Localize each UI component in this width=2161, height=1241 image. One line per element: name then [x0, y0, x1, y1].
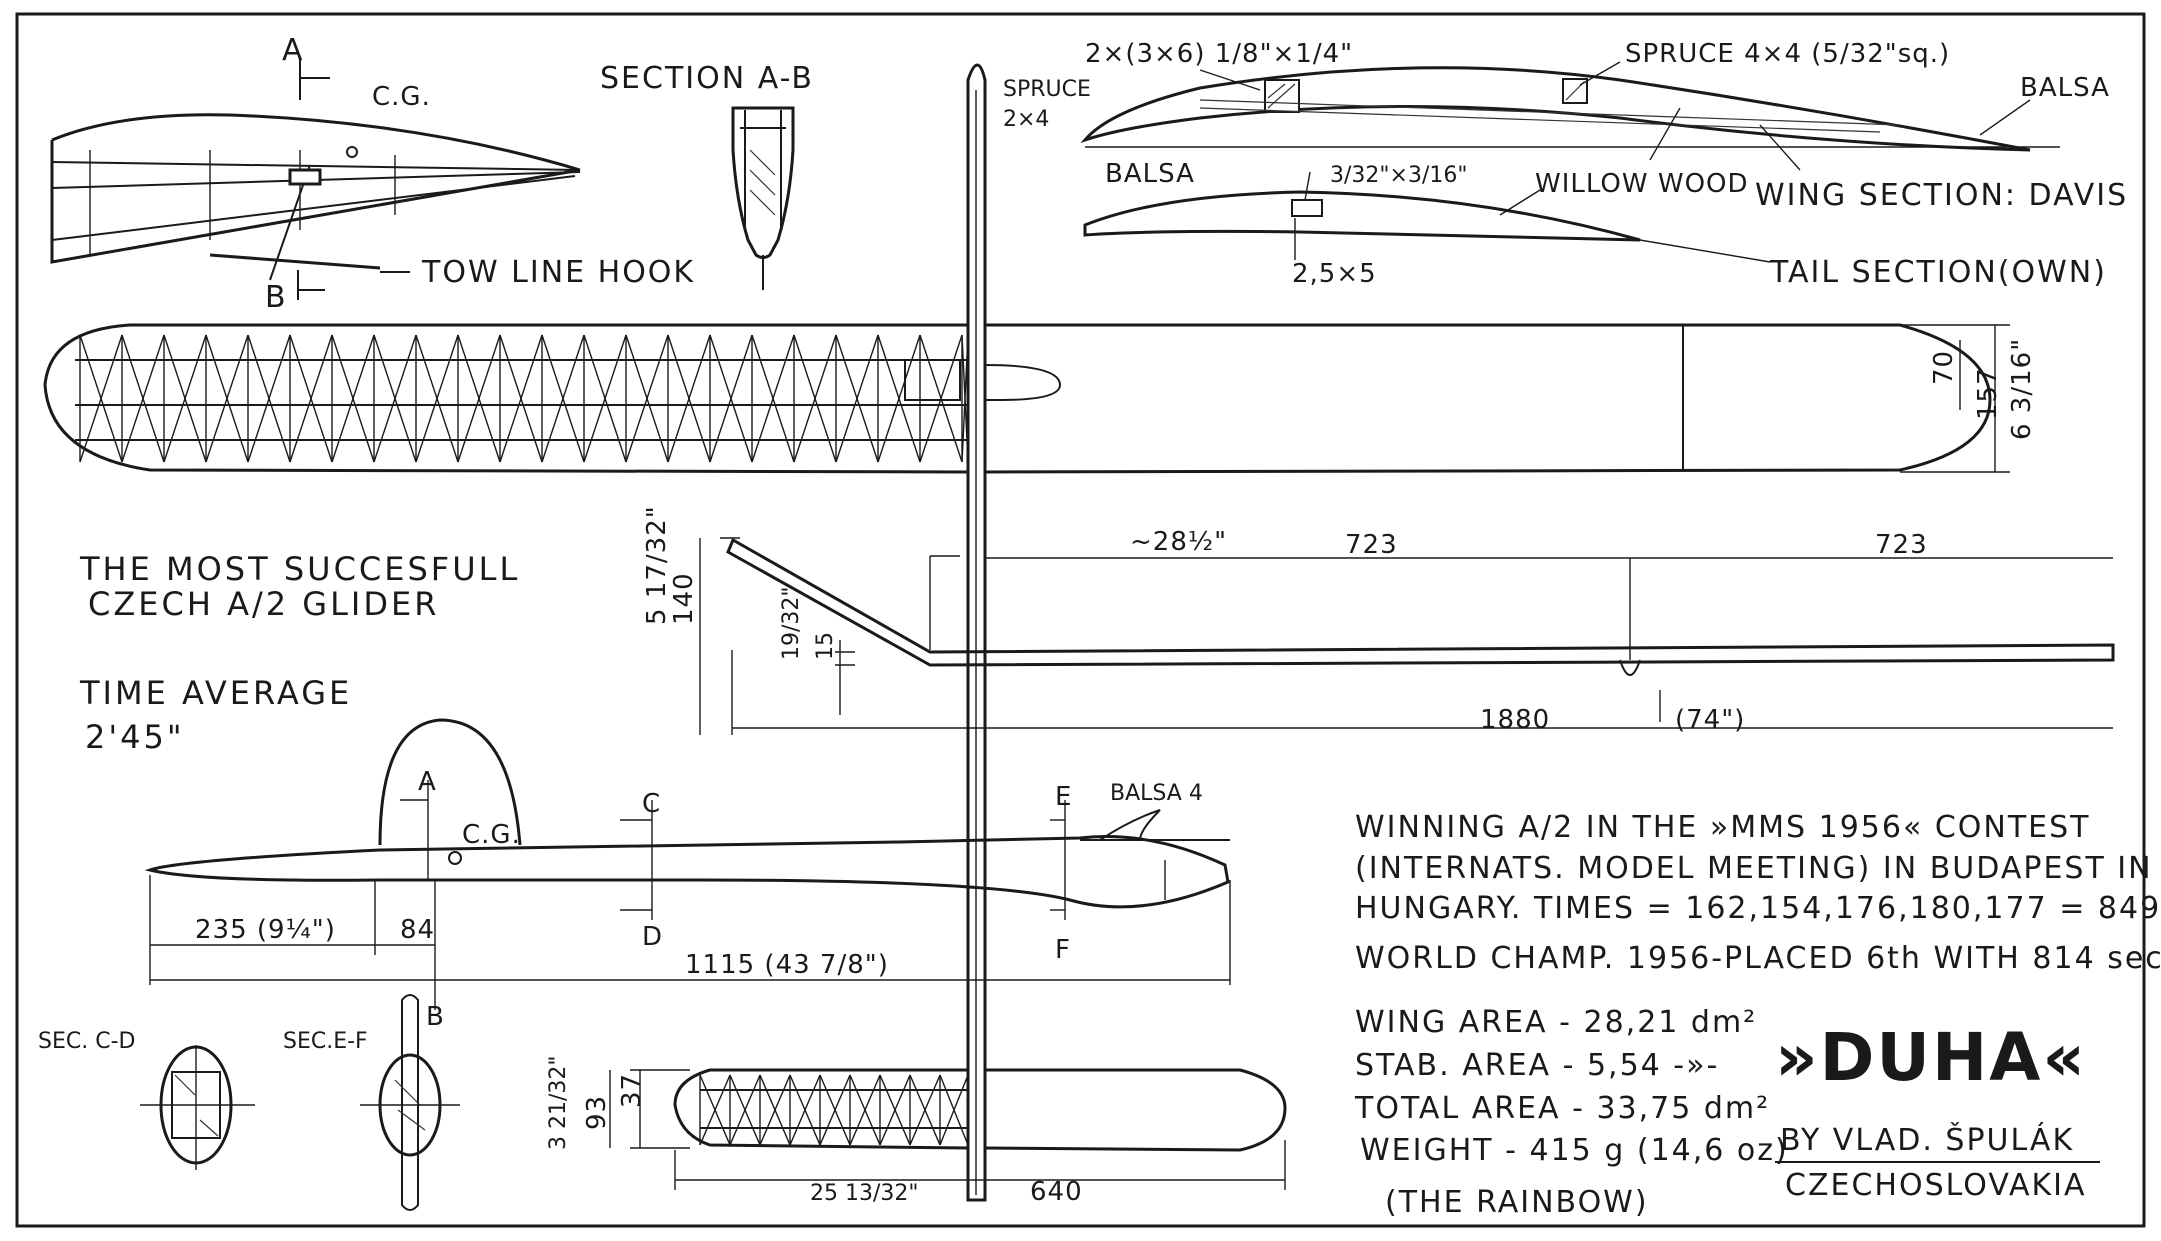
dim-span-inch: ~28½" — [1130, 527, 1227, 557]
dim-tip-inch: 19/32" — [779, 586, 804, 660]
stabilizer-plan-view — [609, 1068, 1287, 1190]
side-balsa-label: BALSA 4 — [1110, 781, 1203, 806]
side-view — [144, 718, 1231, 1010]
wing-root-block — [904, 359, 961, 401]
contest-line-1: WINNING A/2 IN THE »MMS 1956« CONTEST — [1355, 810, 2091, 845]
dim-total-span: 1880 — [1480, 705, 1550, 735]
wing-section-title: WING SECTION: DAVIS — [1755, 178, 2128, 213]
side-e-label: E — [1055, 782, 1072, 812]
time-average-value: 2'45" — [85, 718, 185, 756]
model-name: »DUHA« — [1775, 1019, 2087, 1096]
side-a-label: A — [418, 767, 437, 797]
dim-70: 70 — [1929, 350, 1959, 385]
dim-640-inch: 25 13/32" — [810, 1181, 919, 1206]
dim-84: 84 — [400, 915, 435, 945]
drawing-frame — [15, 12, 2146, 1228]
contest-line-2: (INTERNATS. MODEL MEETING) IN BUDAPEST I… — [1355, 851, 2153, 886]
dim-1115: 1115 (43 7/8") — [685, 950, 889, 980]
intro-line-2: CZECH A/2 GLIDER — [88, 585, 439, 623]
wing-spruce-le-size: 2×4 — [1003, 107, 1049, 132]
wing-spar-label: 2×(3×6) 1/8"×1/4" — [1085, 39, 1353, 69]
wing-balsa-te-label: BALSA — [2020, 73, 2110, 103]
side-f-label: F — [1055, 935, 1071, 965]
section-ef-label: SEC.E-F — [283, 1029, 368, 1054]
spec-total-area: TOTAL AREA - 33,75 dm² — [1354, 1091, 1770, 1126]
detail-b-label: B — [265, 280, 288, 315]
side-b-label: B — [426, 1002, 445, 1032]
section-cd-drawing — [140, 1045, 255, 1170]
front-view — [699, 537, 2115, 735]
spec-weight: WEIGHT - 415 g (14,6 oz) — [1360, 1133, 1789, 1168]
country-label: CZECHOSLOVAKIA — [1785, 1168, 2087, 1203]
section-cd-label: SEC. C-D — [38, 1029, 135, 1054]
fuselage-nose-detail — [50, 58, 581, 300]
dim-235: 235 (9¼") — [195, 915, 336, 945]
contest-line-3: HUNGARY. TIMES = 162,154,176,180,177 = 8… — [1355, 891, 2161, 926]
author-label: BY VLAD. ŠPULÁK — [1780, 1121, 2074, 1158]
willow-wood-label: WILLOW WOOD — [1535, 169, 1749, 199]
dim-dihedral-inch: 5 17/32" — [642, 505, 672, 625]
side-cg-label: C.G. — [462, 820, 521, 850]
dim-total-span-inch: (74") — [1675, 705, 1745, 735]
center-spar-view — [966, 63, 987, 1202]
wing-spruce-sq-label: SPRUCE 4×4 (5/32"sq.) — [1625, 39, 1950, 69]
intro-line-1: THE MOST SUCCESFULL — [79, 550, 520, 588]
dim-dihedral: 140 — [669, 572, 699, 625]
detail-cg-label: C.G. — [372, 82, 431, 112]
dim-half-right: 723 — [1875, 530, 1928, 560]
section-ef-drawing — [360, 994, 460, 1211]
dim-157: 157 — [1973, 367, 2003, 420]
spec-stab-area: STAB. AREA - 5,54 -»- — [1355, 1048, 1719, 1083]
dim-37: 37 — [617, 1073, 647, 1108]
wing-chord-dim — [1900, 324, 2010, 473]
detail-a-label: A — [282, 33, 305, 68]
stab-rib-lattice — [699, 1074, 969, 1146]
side-c-label: C — [642, 789, 661, 819]
wing-plan-view — [43, 323, 1992, 474]
dim-half-left: 723 — [1345, 530, 1398, 560]
spec-nickname: (THE RAINBOW) — [1385, 1185, 1649, 1220]
wing-rib-lattice — [79, 334, 969, 463]
time-average-label: TIME AVERAGE — [79, 674, 352, 712]
dim-157-inch: 6 3/16" — [2007, 338, 2037, 440]
spec-wing-area: WING AREA - 28,21 dm² — [1355, 1005, 1757, 1040]
dim-tip: 15 — [813, 632, 838, 660]
wing-spruce-le-label: SPRUCE — [1003, 77, 1091, 102]
tail-section-own — [1083, 171, 1771, 263]
tail-size-label: 2,5×5 — [1292, 259, 1377, 289]
wing-section-davis — [1080, 61, 2060, 171]
tow-hook-label: TOW LINE HOOK — [421, 255, 695, 290]
section-ab-title: SECTION A-B — [600, 61, 814, 96]
contest-line-4: WORLD CHAMP. 1956-PLACED 6th WITH 814 se… — [1355, 941, 2161, 976]
wing-balsa-le-label: BALSA — [1105, 159, 1195, 189]
tail-section-title: TAIL SECTION(OWN) — [1769, 255, 2107, 290]
dim-640: 640 — [1030, 1177, 1083, 1207]
tail-spar-label: 3/32"×3/16" — [1330, 163, 1467, 188]
dim-93: 93 — [582, 1095, 612, 1130]
dim-93-inch: 3 21/32" — [546, 1055, 571, 1150]
side-d-label: D — [642, 922, 663, 952]
section-ab-drawing — [731, 106, 795, 290]
